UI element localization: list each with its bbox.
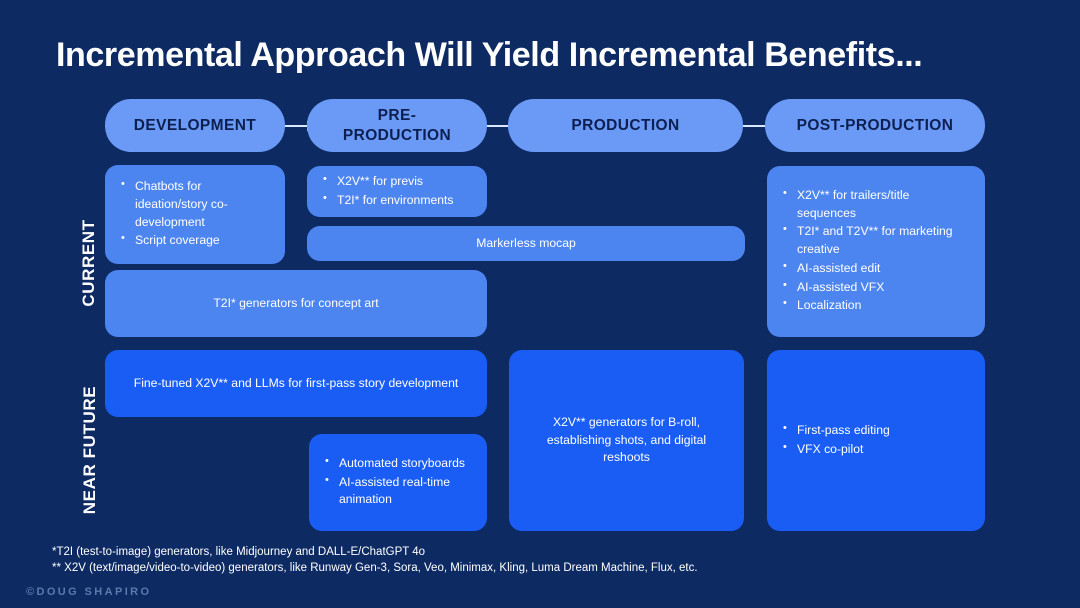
stage-pill-production[interactable]: PRODUCTION bbox=[508, 99, 743, 152]
list-item: Chatbots for ideation/story co-developme… bbox=[121, 177, 271, 231]
future-production-text: X2V** generators for B-roll, establishin… bbox=[546, 414, 707, 465]
list-item: Localization bbox=[783, 296, 971, 315]
current-mocap-text: Markerless mocap bbox=[476, 235, 576, 250]
current-development-box[interactable]: Chatbots for ideation/story co-developme… bbox=[105, 165, 285, 264]
current-concept-art-text: T2I* generators for concept art bbox=[213, 295, 379, 310]
stage-label-development: DEVELOPMENT bbox=[133, 116, 257, 134]
row-label-near-future: NEAR FUTURE bbox=[80, 385, 99, 515]
page-title: Incremental Approach Will Yield Incremen… bbox=[56, 36, 923, 74]
list-item: X2V** for previs bbox=[323, 172, 454, 191]
list-item: First-pass editing bbox=[783, 421, 890, 440]
current-postproduction-list: X2V** for trailers/title sequences T2I* … bbox=[783, 186, 971, 316]
row-label-current: CURRENT bbox=[79, 219, 98, 307]
future-storyboards-box[interactable]: Automated storyboards AI-assisted real-t… bbox=[309, 434, 487, 531]
list-item: Script coverage bbox=[121, 231, 271, 250]
future-story-development-box[interactable]: Fine-tuned X2V** and LLMs for first-pass… bbox=[105, 350, 487, 417]
stage-label-production: PRODUCTION bbox=[571, 116, 680, 134]
current-preproduction-list: X2V** for previs T2I* for environments bbox=[323, 172, 454, 210]
list-item: AI-assisted real-time animation bbox=[325, 473, 473, 509]
future-story-development-text: Fine-tuned X2V** and LLMs for first-pass… bbox=[133, 375, 459, 390]
list-item: Automated storyboards bbox=[325, 454, 473, 473]
future-postproduction-list: First-pass editing VFX co-pilot bbox=[783, 421, 890, 459]
current-postproduction-box[interactable]: X2V** for trailers/title sequences T2I* … bbox=[767, 166, 985, 337]
stage-pill-development[interactable]: DEVELOPMENT bbox=[105, 99, 285, 152]
list-item: T2I* for environments bbox=[323, 191, 454, 210]
list-item: X2V** for trailers/title sequences bbox=[783, 186, 971, 222]
stage-pill-pre-production[interactable]: PRE-PRODUCTION bbox=[307, 99, 487, 152]
current-markerless-mocap-box[interactable]: Markerless mocap bbox=[307, 226, 745, 261]
list-item: VFX co-pilot bbox=[783, 440, 890, 459]
future-storyboards-list: Automated storyboards AI-assisted real-t… bbox=[325, 454, 473, 510]
footnote-x2v: ** X2V (text/image/video-to-video) gener… bbox=[52, 562, 698, 574]
current-concept-art-box[interactable]: T2I* generators for concept art bbox=[105, 270, 487, 337]
current-development-list: Chatbots for ideation/story co-developme… bbox=[121, 177, 271, 251]
future-production-box[interactable]: X2V** generators for B-roll, establishin… bbox=[509, 350, 744, 531]
stage-pill-post-production[interactable]: POST-PRODUCTION bbox=[765, 99, 985, 152]
stage-label-post-production: POST-PRODUCTION bbox=[796, 116, 954, 134]
future-postproduction-box[interactable]: First-pass editing VFX co-pilot bbox=[767, 350, 985, 531]
footnote-t2i: *T2I (test-to-image) generators, like Mi… bbox=[52, 546, 426, 558]
list-item: T2I* and T2V** for marketing creative bbox=[783, 222, 971, 258]
copyright-notice: ©DOUG SHAPIRO bbox=[26, 586, 152, 598]
current-preproduction-box[interactable]: X2V** for previs T2I* for environments bbox=[307, 166, 487, 217]
stage-label-pre-production: PRE-PRODUCTION bbox=[342, 107, 452, 144]
list-item: AI-assisted VFX bbox=[783, 278, 971, 297]
list-item: AI-assisted edit bbox=[783, 259, 971, 278]
